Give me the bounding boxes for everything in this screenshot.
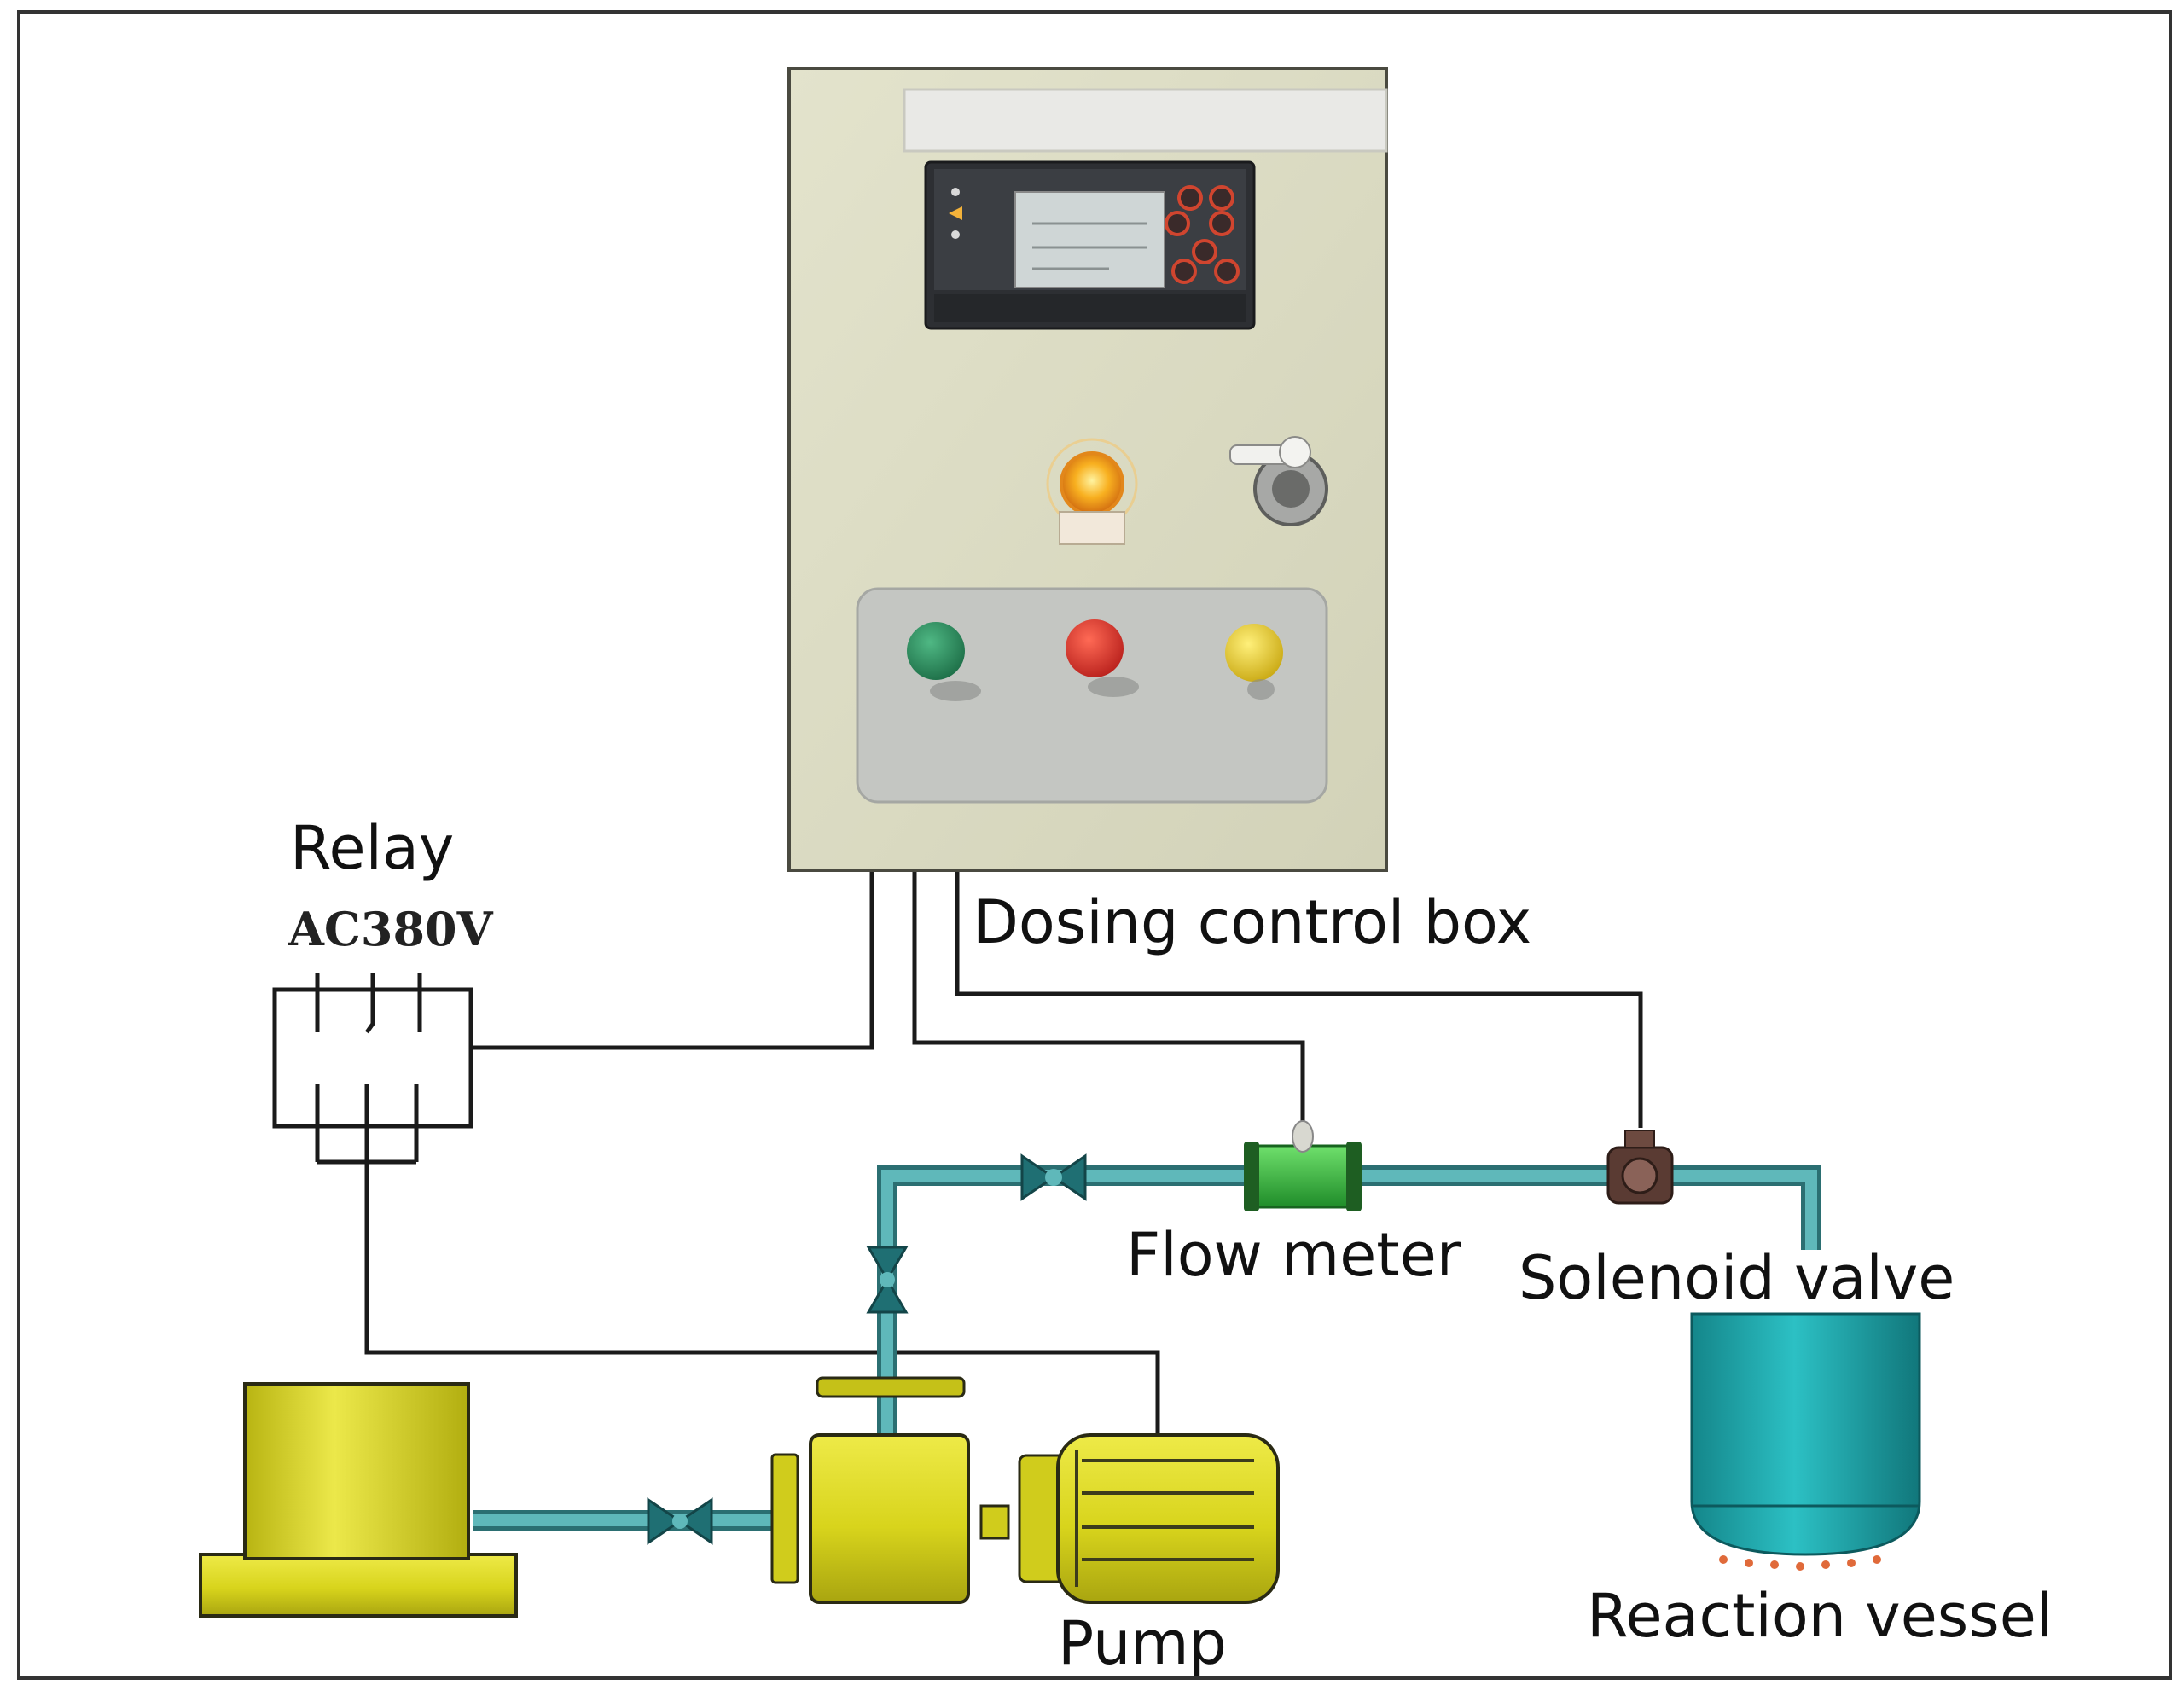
keypad-button[interactable]	[1214, 259, 1240, 284]
lamp-label-plate	[1059, 511, 1125, 545]
relay: Relay AC380V	[272, 813, 494, 1165]
solenoid-valve-label: Solenoid valve	[1519, 1243, 1955, 1313]
keypad-button[interactable]	[1165, 211, 1190, 236]
button-panel	[856, 587, 1328, 804]
reset-button-yellow[interactable]	[1225, 624, 1283, 682]
keypad-button[interactable]	[1209, 211, 1234, 236]
key-switch[interactable]	[1229, 436, 1328, 526]
control-wiring	[364, 872, 1643, 1435]
status-led-icon	[951, 230, 960, 239]
dosing-control-box-label: Dosing control box	[973, 887, 1531, 957]
keypad-button[interactable]	[1209, 185, 1234, 211]
keypad	[1165, 185, 1240, 284]
gate-valve-top	[1020, 1153, 1087, 1201]
indicator-lamp	[1046, 438, 1138, 545]
reaction-vessel-label: Reaction vessel	[1587, 1581, 2053, 1651]
controller-display-unit	[924, 160, 1256, 330]
flow-meter-label: Flow meter	[1126, 1220, 1461, 1290]
status-led-icon	[949, 206, 962, 220]
keypad-button[interactable]	[1177, 185, 1203, 211]
reaction-vessel: Reaction vessel	[1587, 1312, 2053, 1651]
keypad-button[interactable]	[1171, 259, 1197, 284]
keypad-button[interactable]	[1192, 239, 1217, 264]
flow-sensor-icon	[1292, 1120, 1314, 1153]
relay-label: Relay	[290, 813, 454, 883]
gate-valve-vertical	[866, 1246, 909, 1314]
heating-element-icon	[1719, 1555, 1881, 1571]
pump-label: Pump	[1058, 1608, 1227, 1678]
flow-meter: Flow meter	[1126, 1120, 1461, 1290]
control-box-label-plate	[903, 88, 1388, 153]
voltage-label: AC380V	[288, 902, 494, 956]
dosing-control-box	[787, 67, 1388, 872]
storage-tank	[199, 1382, 518, 1618]
pump: Pump	[770, 1376, 1280, 1678]
lcd-screen	[1014, 191, 1165, 288]
diagram-border	[17, 10, 2172, 1680]
start-button-green[interactable]	[907, 622, 965, 680]
stop-button-red[interactable]	[1066, 619, 1124, 677]
status-led-icon	[951, 188, 960, 196]
solenoid-valve: Solenoid valve	[1519, 1130, 1955, 1313]
gate-valve-suction	[647, 1497, 713, 1545]
